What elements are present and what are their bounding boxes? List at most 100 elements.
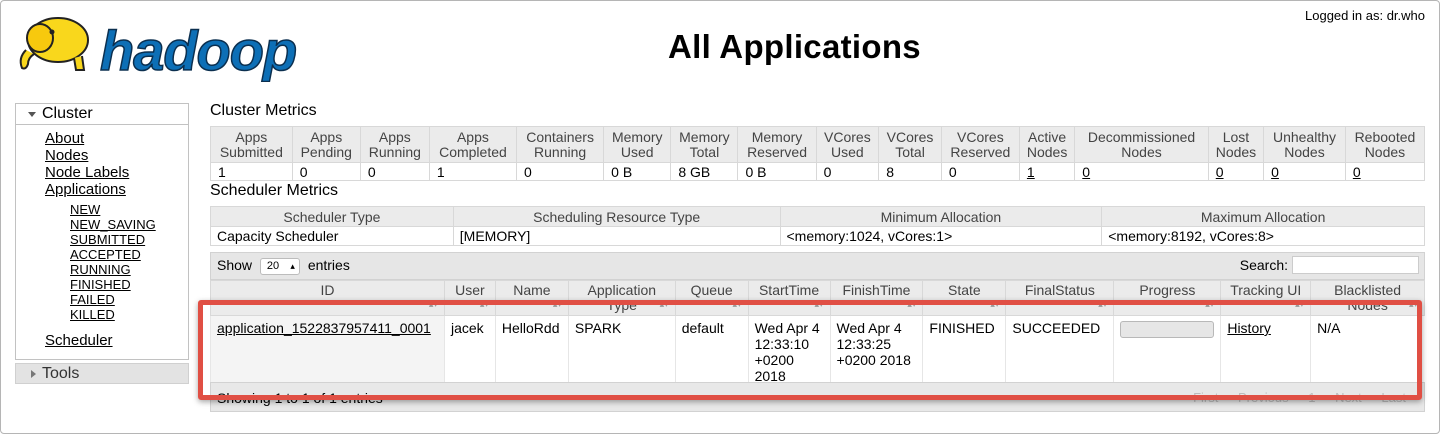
decommissioned-nodes-link[interactable]: 0	[1082, 164, 1091, 180]
app-start-time: Wed Apr 4 12:33:10 +0200 2018	[747, 315, 831, 388]
sort-icon: ▴▾	[552, 299, 562, 309]
sort-icon: ▴▾	[1408, 299, 1418, 309]
sidebar-link-about[interactable]: About	[45, 130, 85, 147]
app-final-status: SUCCEEDED	[1005, 315, 1114, 388]
sort-icon: ▴▾	[732, 299, 742, 309]
sidebar-link-scheduler[interactable]: Scheduler	[45, 332, 113, 349]
unhealthy-nodes-link[interactable]: 0	[1271, 164, 1279, 180]
cm-value-apps-completed: 1	[428, 162, 518, 181]
column-header-label: Tracking UI	[1230, 282, 1302, 298]
column-header-tracking-ui[interactable]: Tracking UI▴▾	[1220, 280, 1312, 316]
lost-nodes-link[interactable]: 0	[1215, 164, 1224, 180]
column-header-final-status[interactable]: FinalStatus▴▾	[1005, 280, 1115, 316]
app-progress-cell	[1113, 315, 1221, 388]
column-header-progress[interactable]: Progress▴▾	[1113, 280, 1222, 316]
cm-header-line: Total	[895, 144, 925, 160]
pager-first[interactable]: First	[1193, 390, 1219, 405]
sort-icon: ▴▾	[907, 299, 917, 309]
sm-min-allocation: <memory:1024, vCores:1>	[779, 226, 1103, 246]
cm-header-line: Apps	[456, 129, 489, 145]
cm-header-line: Used	[831, 144, 864, 160]
active-nodes-link[interactable]: 1	[1026, 164, 1035, 180]
pager-last[interactable]: Last	[1381, 390, 1406, 405]
app-queue: default	[674, 315, 749, 388]
app-state-failed[interactable]: FAILED	[70, 292, 115, 307]
page-length-select[interactable]: 20 ▴	[259, 257, 300, 275]
cm-value-memory-used: 0 B	[603, 162, 672, 181]
sidebar-cluster: Cluster About Nodes Node Labels Applicat…	[15, 103, 189, 360]
column-header-label: Progress	[1139, 282, 1196, 298]
start-time-line: 2018	[754, 368, 786, 384]
pager-next[interactable]: Next	[1335, 390, 1362, 405]
show-label: Show	[217, 257, 253, 273]
history-link[interactable]: History	[1227, 320, 1271, 336]
cluster-links: About Nodes Node Labels Applications	[45, 130, 129, 198]
column-header-user[interactable]: User▴▾	[443, 280, 496, 316]
sm-header-resource-type: Scheduling Resource Type	[452, 206, 781, 227]
sidebar-link-node-labels[interactable]: Node Labels	[45, 164, 130, 181]
app-state-accepted[interactable]: ACCEPTED	[70, 247, 141, 262]
app-id-link[interactable]: application_1522837957411_0001	[217, 320, 431, 336]
column-header-id[interactable]: ID▴▾	[210, 280, 445, 316]
pager-previous[interactable]: Previous	[1238, 390, 1289, 405]
app-id-cell: application_1522837957411_0001	[210, 315, 445, 388]
column-header-name[interactable]: Name▴▾	[494, 280, 569, 316]
sidebar-link-applications[interactable]: Applications	[45, 181, 126, 198]
column-header-label: Name	[513, 282, 551, 298]
cm-header-line: Pending	[300, 144, 352, 160]
hadoop-logo[interactable]: hadoop	[14, 8, 316, 82]
column-header-start-time[interactable]: StartTime▴▾	[747, 280, 831, 316]
app-state-new[interactable]: NEW	[70, 202, 101, 217]
cm-value-decommissioned-nodes: 0	[1074, 162, 1209, 181]
cluster-section-header[interactable]: Cluster	[16, 104, 188, 125]
sort-icon: ▴▾	[428, 299, 438, 309]
cm-value-memory-total: 8 GB	[670, 162, 739, 181]
rebooted-nodes-link[interactable]: 0	[1352, 164, 1361, 180]
cm-header-line: VCores	[824, 129, 871, 145]
progress-bar	[1120, 321, 1215, 338]
triangle-down-icon	[28, 112, 36, 117]
app-state-finished[interactable]: FINISHED	[70, 277, 131, 292]
sm-header-max-allocation: Maximum Allocation	[1101, 206, 1425, 227]
pager-page-1[interactable]: 1	[1308, 390, 1316, 405]
start-time-line: +0200	[754, 352, 794, 368]
app-state-killed[interactable]: KILLED	[70, 307, 115, 322]
cm-header-line: Apps	[310, 129, 343, 145]
cm-header-line: Reserved	[950, 144, 1011, 160]
sort-icon: ▴▾	[990, 299, 1000, 309]
app-finish-time: Wed Apr 4 12:33:25 +0200 2018	[829, 315, 923, 388]
sidebar-tools-header[interactable]: Tools	[15, 363, 189, 384]
search-input[interactable]	[1292, 256, 1419, 274]
app-blacklisted: N/A	[1310, 315, 1425, 388]
sm-header-scheduler-type: Scheduler Type	[210, 206, 454, 227]
sidebar-link-nodes[interactable]: Nodes	[45, 147, 89, 164]
app-state-submitted[interactable]: SUBMITTED	[70, 232, 146, 247]
sort-icon: ▴▾	[814, 299, 824, 309]
scheduler-metrics-table: Scheduler Type Scheduling Resource Type …	[210, 206, 1425, 246]
start-time-line: 12:33:10	[754, 336, 810, 352]
cm-value-apps-pending: 0	[291, 162, 361, 181]
app-state-running[interactable]: RUNNING	[70, 262, 131, 277]
cm-header-line: Active	[1028, 129, 1067, 145]
svg-text:hadoop: hadoop	[100, 19, 296, 82]
app-state-new-saving[interactable]: NEW_SAVING	[70, 217, 156, 232]
column-header-finish-time[interactable]: FinishTime▴▾	[829, 280, 924, 316]
apps-table-toolbar: Show 20 ▴ entries Search:	[210, 252, 1425, 280]
sort-icon: ▴▾	[1295, 299, 1305, 309]
app-user: jacek	[443, 315, 496, 388]
column-header-state[interactable]: State ▴▾	[922, 280, 1007, 316]
column-header-label: State	[948, 282, 981, 298]
page-length-control: Show 20 ▴ entries	[217, 257, 350, 275]
app-name: HelloRdd	[494, 315, 569, 388]
table-row[interactable]: application_1522837957411_0001 jacek Hel…	[210, 315, 1425, 388]
column-header-queue[interactable]: Queue▴▾	[674, 280, 749, 316]
